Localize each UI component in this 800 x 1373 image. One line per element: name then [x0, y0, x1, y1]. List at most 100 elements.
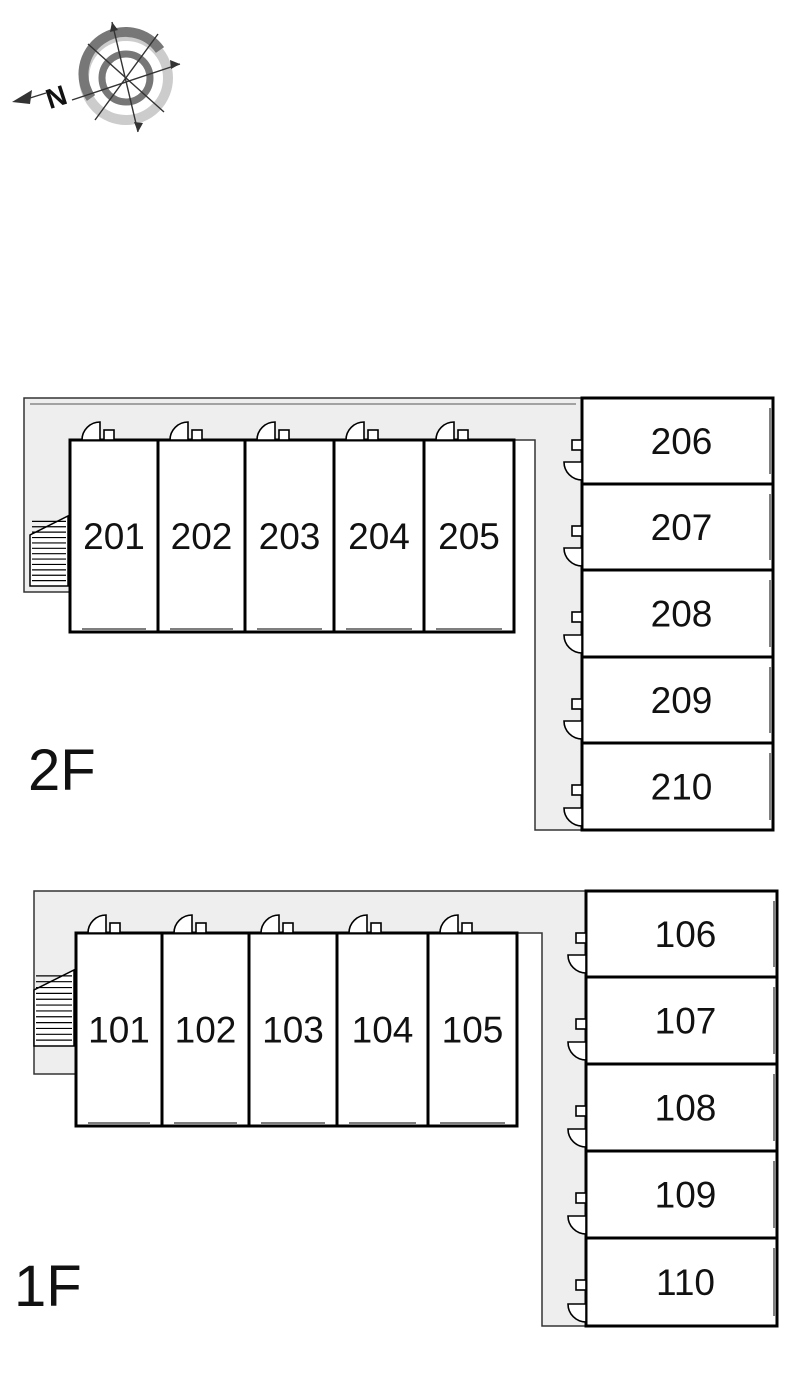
room-110[interactable]: 110: [567, 1236, 779, 1328]
meter-box-icon: [571, 611, 583, 623]
meter-box-icon: [278, 429, 290, 441]
meter-box-icon: [461, 922, 473, 934]
door-icon: [567, 954, 587, 974]
room-number: 206: [651, 421, 713, 462]
door-icon: [345, 421, 365, 441]
room-number: 204: [348, 516, 410, 557]
door-icon: [348, 914, 368, 934]
room-number: 106: [655, 914, 717, 955]
room-number: 210: [651, 767, 713, 808]
room-outline: [68, 438, 160, 634]
meter-box-icon: [575, 1192, 587, 1204]
room-outline: [580, 482, 775, 572]
compass-arrow: [134, 122, 143, 132]
room-206[interactable]: 206: [563, 396, 775, 486]
room-107[interactable]: 107: [567, 975, 779, 1066]
room-outline: [335, 931, 430, 1128]
room-number: 207: [651, 507, 713, 548]
door-icon: [567, 1303, 587, 1323]
room-number: 108: [655, 1088, 717, 1129]
door-icon: [87, 914, 107, 934]
compass-arrow: [110, 22, 118, 32]
compass-line: [87, 43, 165, 113]
room-outline: [156, 438, 247, 634]
compass-north-icon: [12, 90, 32, 104]
room-outline: [584, 1149, 779, 1240]
door-icon: [563, 547, 583, 567]
stairs: [33, 968, 75, 1047]
room-number: 201: [83, 516, 145, 557]
room-202[interactable]: 202: [156, 421, 247, 634]
meter-box-icon: [571, 784, 583, 796]
room-number: 209: [651, 680, 713, 721]
room-number: 109: [655, 1175, 717, 1216]
room-number: 107: [655, 1001, 717, 1042]
door-icon: [169, 421, 189, 441]
room-201[interactable]: 201: [68, 421, 160, 634]
compass-line: [94, 33, 159, 121]
compass-line: [71, 63, 181, 101]
room-number: 101: [88, 1010, 150, 1051]
room-105[interactable]: 105: [426, 914, 519, 1128]
room-205[interactable]: 205: [422, 421, 516, 634]
room-209[interactable]: 209: [563, 655, 775, 745]
room-102[interactable]: 102: [160, 914, 251, 1128]
meter-box-icon: [103, 429, 115, 441]
room-106[interactable]: 106: [567, 889, 779, 979]
compass-dark-arc: [78, 27, 165, 101]
room-104[interactable]: 104: [335, 914, 430, 1128]
room-outline: [247, 931, 339, 1128]
meter-box-icon: [195, 922, 207, 934]
room-109[interactable]: 109: [567, 1149, 779, 1240]
meter-box-icon: [367, 429, 379, 441]
meter-box-icon: [571, 698, 583, 710]
stairs: [29, 514, 69, 587]
room-outline: [422, 438, 516, 634]
meter-box-icon: [575, 1105, 587, 1117]
room-number: 110: [656, 1262, 715, 1303]
floor-label-2f: 2F: [28, 738, 96, 803]
door-icon: [81, 421, 101, 441]
room-210[interactable]: 210: [563, 741, 775, 832]
room-outline: [584, 1062, 779, 1153]
room-number: 205: [438, 516, 500, 557]
room-203[interactable]: 203: [243, 421, 336, 634]
meter-box-icon: [575, 1018, 587, 1030]
door-icon: [256, 421, 276, 441]
room-number: 202: [171, 516, 233, 557]
meter-box-icon: [575, 1279, 587, 1291]
room-outline: [580, 741, 775, 832]
compass-line: [29, 92, 47, 99]
door-icon: [567, 1215, 587, 1235]
door-icon: [563, 461, 583, 481]
room-number: 103: [262, 1010, 324, 1051]
door-icon: [260, 914, 280, 934]
room-number: 104: [352, 1010, 414, 1051]
room-outline: [584, 889, 779, 979]
meter-box-icon: [575, 932, 587, 944]
room-number: 203: [259, 516, 321, 557]
compass-arrow: [170, 60, 180, 69]
room-101[interactable]: 101: [74, 914, 164, 1128]
meter-box-icon: [571, 525, 583, 537]
meter-box-icon: [109, 922, 121, 934]
meter-box-icon: [571, 439, 583, 451]
meter-box-icon: [191, 429, 203, 441]
floor-2f: 201 202 203 204 205 206 207 208 209 210: [23, 396, 775, 832]
room-number: 105: [442, 1010, 504, 1051]
door-icon: [563, 807, 583, 827]
room-208[interactable]: 208: [563, 568, 775, 659]
room-108[interactable]: 108: [567, 1062, 779, 1153]
room-204[interactable]: 204: [332, 421, 426, 634]
stair-outline: [33, 968, 75, 1047]
compass-inner-ring: [98, 50, 154, 106]
door-icon: [563, 634, 583, 654]
room-207[interactable]: 207: [563, 482, 775, 572]
room-103[interactable]: 103: [247, 914, 339, 1128]
room-outline: [580, 655, 775, 745]
stair-outline: [29, 514, 69, 587]
door-icon: [173, 914, 193, 934]
meter-box-icon: [282, 922, 294, 934]
